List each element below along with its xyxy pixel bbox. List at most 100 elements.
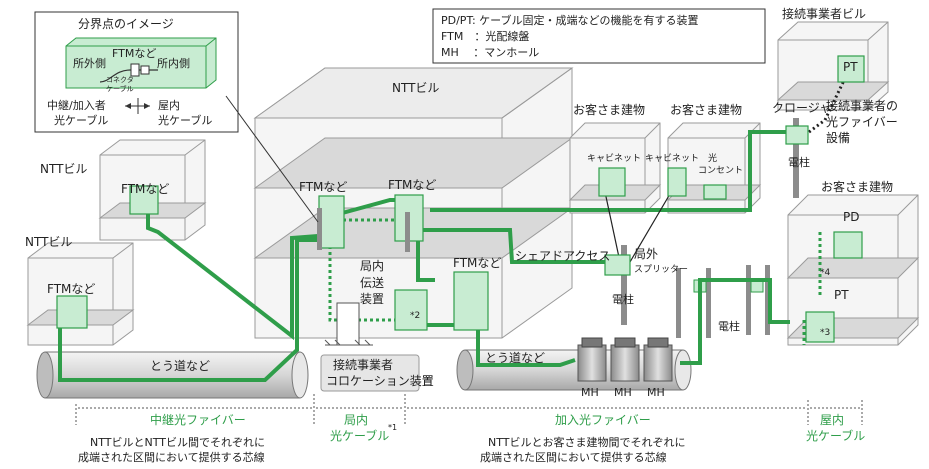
legend-line-3: MH ：マンホール xyxy=(441,46,539,59)
pole-c xyxy=(746,265,751,335)
equipment-label-3: 装置 xyxy=(360,292,384,306)
manhole-3: MH xyxy=(643,337,673,399)
mh3-label: MH xyxy=(647,386,665,399)
pt-label: PT xyxy=(834,288,849,302)
ftm-main-1-label: FTMなど xyxy=(299,180,347,194)
colocation-text-1: 接続事業者 xyxy=(333,357,393,372)
office-title-1: 局内 xyxy=(344,413,368,427)
route-closure xyxy=(430,130,790,212)
operator-label: 接続事業者ビル xyxy=(782,6,866,21)
manhole-2: MH xyxy=(610,337,640,399)
colocation-label-box xyxy=(320,354,420,392)
pole-center xyxy=(621,245,627,325)
cabinet-a-box xyxy=(598,167,626,197)
inset-relay-1: 中継/加入者 xyxy=(47,98,106,112)
mh1-label: MH xyxy=(581,386,599,399)
relay-title: 中継光ファイバー xyxy=(150,412,246,427)
legend: PD/PT: ケーブル固定・成端などの機能を有する装置 FTM ：光配線盤 MH… xyxy=(432,8,766,64)
star4-label: *4 xyxy=(820,268,831,278)
ftm-mid-box xyxy=(129,185,159,215)
operator-building: 接続事業者ビル xyxy=(776,6,890,111)
operator-eq-1: 接続事業者の xyxy=(826,98,898,113)
splitter-label-2: スプリッター xyxy=(634,264,688,275)
pole-2-label: 電柱 xyxy=(788,155,810,169)
indoor-title-2: 光ケーブル xyxy=(806,428,865,443)
pole-upper xyxy=(793,118,799,198)
cabinet-a-label: キャビネット xyxy=(587,153,641,164)
pole-1-label: 電柱 xyxy=(612,292,634,306)
drop-a xyxy=(604,191,621,263)
inset-ftm: FTMなど xyxy=(112,47,156,60)
manhole-1: MH xyxy=(577,337,607,399)
sub-desc-1: NTTビルとお客さま建物間でそれぞれに xyxy=(488,435,685,449)
indoor-title-1: 屋内 xyxy=(820,413,844,427)
pd-label: PD xyxy=(843,210,859,224)
inset-relay-2: 光ケーブル xyxy=(54,113,108,127)
section-brackets xyxy=(75,394,863,425)
sub-desc-2: 成端された区間において提供する芯線 xyxy=(480,450,667,464)
pd-box xyxy=(833,231,863,259)
inset-inside: 所内側 xyxy=(157,56,190,70)
inset-title: 分界点のイメージ xyxy=(78,17,174,31)
closure-label: クロージャ xyxy=(772,101,831,115)
splitter-label-1: 局外 xyxy=(634,247,658,261)
ftm-main-1-box xyxy=(318,195,345,249)
transmission-box xyxy=(394,289,428,331)
customer-b-label: お客さま建物 xyxy=(670,102,742,117)
cabinet-b-label: キャビネット xyxy=(645,153,699,164)
pt-operator-box xyxy=(837,55,865,83)
pt-operator-label: PT xyxy=(843,60,858,74)
route-mid xyxy=(146,204,319,341)
customer-a-label: お客さま建物 xyxy=(573,102,645,117)
route-shared xyxy=(407,228,613,264)
ntt-main-label: NTTビル xyxy=(392,81,439,95)
pt-box xyxy=(805,311,835,343)
outlet-box xyxy=(703,184,727,200)
splitter-box xyxy=(604,254,631,276)
star2-label: *2 xyxy=(410,311,420,321)
equipment-label-1: 局内 xyxy=(360,259,384,273)
ftm-main-3-box xyxy=(453,271,489,331)
operator-eq-3: 設備 xyxy=(826,130,850,145)
inset-indoor-2: 光ケーブル xyxy=(158,113,212,127)
route-left xyxy=(58,238,322,382)
operator-eq-2: 光ファイバー xyxy=(826,115,898,129)
ntt-left-label: NTTビル xyxy=(25,235,72,249)
cabinet-b-box xyxy=(667,167,687,197)
relay-desc-2: 成端された区間において提供する芯線 xyxy=(78,450,265,464)
sub-title: 加入光ファイバー xyxy=(555,413,651,427)
legend-line-1: PD/PT: ケーブル固定・成端などの機能を有する装置 xyxy=(441,13,699,27)
colocation-text-2: コロケーション装置 xyxy=(326,374,434,388)
inset-connector-1: コネクタ xyxy=(106,75,134,84)
outlet-label-2: コンセント xyxy=(698,165,743,176)
relay-desc-1: NTTビルとNTTビル間でそれぞれに xyxy=(90,436,265,449)
equipment xyxy=(56,55,865,343)
customer-building-b: お客さま建物 xyxy=(666,102,762,214)
ftm-left-label: FTMなど xyxy=(47,282,95,296)
colocation-device xyxy=(336,302,360,346)
customer-c-label: お客さま建物 xyxy=(821,179,893,194)
equipment-label-2: 伝送 xyxy=(360,275,384,290)
conduit-left: とう道など xyxy=(36,351,309,399)
manholes: MH MH MH xyxy=(577,337,673,399)
mh2-label: MH xyxy=(614,386,632,399)
shared-access-label: シェアドアクセス xyxy=(515,249,610,263)
ftm-main-3-label: FTMなど xyxy=(453,256,501,270)
inset-outside: 所外側 xyxy=(73,57,106,70)
closure-box xyxy=(785,125,809,145)
ftm-main-2-label: FTMなど xyxy=(388,178,436,192)
star3-label: *3 xyxy=(820,328,830,338)
outlet-label-1: 光 xyxy=(708,152,717,164)
conduit-right-label: とう道など xyxy=(485,351,545,365)
ftm-mid-label: FTMなど xyxy=(121,182,169,196)
ntt-mid-label: NTTビル xyxy=(40,162,87,176)
pole-a xyxy=(676,268,681,338)
pole-3-label: 電柱 xyxy=(718,319,740,333)
inset-connector-2: ケーブル xyxy=(106,84,134,93)
office-star: *1 xyxy=(388,423,397,432)
conduit-left-label: とう道など xyxy=(150,359,210,373)
inset-indoor-1: 屋内 xyxy=(158,98,180,112)
boundary-inset: 分界点のイメージ FTMなど 所外側 所内側 コネクタ ケーブル 中継/加入者 … xyxy=(34,11,239,133)
